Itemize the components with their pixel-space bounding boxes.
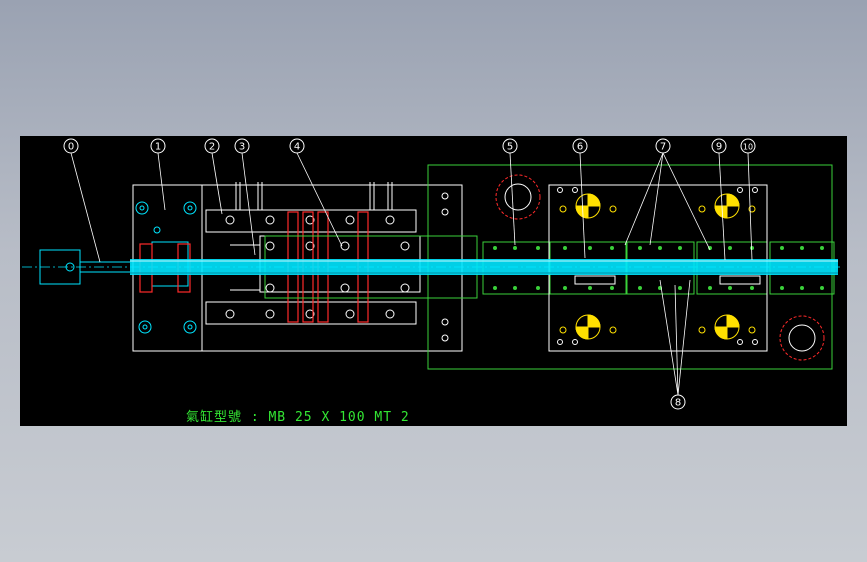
balloon-circle-6: [572, 138, 588, 154]
balloon-label-0: 0: [68, 142, 74, 153]
balloon-leader-7: [624, 152, 664, 246]
balloon-circle-2: [204, 138, 220, 154]
balloon-leader-8: [659, 279, 679, 396]
right-screws: [557, 187, 758, 345]
balloon-label-6: 6: [577, 142, 583, 153]
strip-material: [130, 259, 838, 275]
balloon-label-9: 9: [716, 142, 722, 153]
springs: [235, 182, 393, 210]
balloon-label-3: 3: [239, 142, 245, 153]
balloon-circle-7: [655, 138, 671, 154]
balloon-circle-5: [502, 138, 518, 154]
balloon-leader-0: [70, 152, 101, 263]
balloon-leader-7: [662, 152, 711, 251]
balloon-leader-5: [509, 152, 516, 246]
balloon-circle-3: [234, 138, 250, 154]
balloon-circle-8: [670, 394, 686, 410]
balloon-label-2: 2: [209, 142, 215, 153]
balloon-circle-0: [63, 138, 79, 154]
left-plate-bolts: [135, 201, 197, 334]
balloon-leader-6: [579, 152, 586, 259]
balloon-leader-7: [649, 152, 664, 246]
plate-screws: [225, 192, 449, 342]
die-holes: [493, 246, 824, 290]
balloon-leader-8: [674, 284, 679, 396]
balloon-leader-2: [211, 152, 223, 215]
center-marks: [559, 193, 756, 340]
die-layout-drawing: 0 1 2 3 4 5 6 7 9 10 8 氣缸型號 : MB 25 X 100 MT 2: [22, 138, 840, 425]
balloon-layer: 0 1 2 3 4 5 6 7 9 10 8: [63, 138, 756, 410]
balloon-leader-3: [241, 152, 256, 256]
balloon-leader-10: [747, 152, 753, 261]
balloon-label-10: 10: [743, 143, 753, 152]
balloon-label-7: 7: [660, 142, 666, 153]
balloon-circle-10: [740, 138, 756, 154]
balloon-circle-4: [289, 138, 305, 154]
balloon-label-4: 4: [294, 142, 300, 153]
cylinder-model-note: 氣缸型號 : MB 25 X 100 MT 2: [186, 409, 410, 425]
balloon-leader-4: [296, 152, 343, 247]
balloon-circle-1: [150, 138, 166, 154]
cad-viewport[interactable]: 0 1 2 3 4 5 6 7 9 10 8 氣缸型號 : MB 25 X 100 MT 2: [20, 136, 847, 426]
balloon-label-8: 8: [675, 398, 681, 409]
balloon-label-1: 1: [155, 142, 161, 153]
balloon-leader-9: [718, 152, 726, 261]
balloon-circle-9: [711, 138, 727, 154]
guide-pillars: [495, 174, 825, 361]
balloon-leader-1: [157, 152, 166, 211]
balloon-leader-8: [677, 279, 691, 396]
balloon-label-5: 5: [507, 142, 513, 153]
